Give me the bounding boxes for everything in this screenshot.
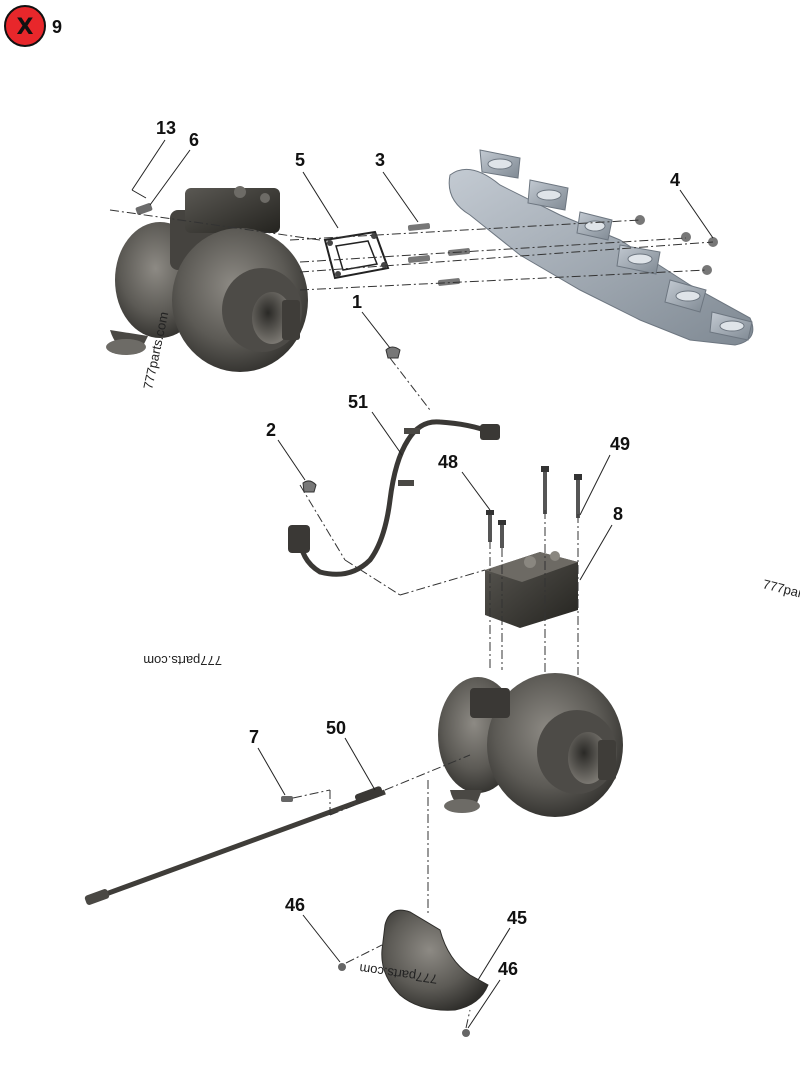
part-5-gasket <box>323 230 390 280</box>
watermark-right-edge: 777part <box>761 576 800 601</box>
part-46-nut-left <box>338 963 346 971</box>
callout-4: 4 <box>670 170 680 190</box>
assembly-lines <box>109 209 714 1029</box>
part-8-actuator <box>485 551 578 628</box>
callout-8: 8 <box>613 504 623 524</box>
watermark-upside-down: 777parts.com <box>143 653 222 668</box>
callout-46-bottom: 46 <box>498 959 518 979</box>
part-45-heat-shield <box>381 909 489 1011</box>
part-7-bolt <box>281 796 293 802</box>
watermarks: 777parts.com 777parts.com 777parts.com 7… <box>140 310 800 986</box>
callout-49: 49 <box>610 434 630 454</box>
callout-50: 50 <box>326 718 346 738</box>
part-49-bolts <box>541 466 582 518</box>
exhaust-manifold <box>448 149 754 346</box>
callout-6: 6 <box>189 130 199 150</box>
turbocharger-lower <box>438 673 623 817</box>
close-badge-circle <box>4 5 46 47</box>
part-51-wiring-harness <box>288 419 500 577</box>
callout-5: 5 <box>295 150 305 170</box>
turbocharger-assembly-upper <box>106 186 308 372</box>
part-1-clip <box>385 346 401 359</box>
callout-3: 3 <box>375 150 385 170</box>
callout-48: 48 <box>438 452 458 472</box>
part-48-bolts <box>486 510 506 548</box>
part-46-nut-bottom <box>462 1029 470 1037</box>
part-2-clip <box>302 480 317 493</box>
part-3-studs <box>407 223 471 286</box>
callout-labels: 13 6 5 3 4 1 51 2 48 49 8 7 50 46 45 46 <box>156 118 680 979</box>
callout-13: 13 <box>156 118 176 138</box>
part-4-nuts <box>635 215 718 275</box>
callout-46-left: 46 <box>285 895 305 915</box>
callout-7: 7 <box>249 727 259 747</box>
callout-45: 45 <box>507 908 527 928</box>
close-badge-icon: X <box>17 15 34 40</box>
callout-2: 2 <box>266 420 276 440</box>
diagram-badge: X 9 <box>4 5 62 47</box>
part-6-bolt <box>135 203 153 215</box>
leader-lines <box>131 139 714 1029</box>
diagram-index-number: 9 <box>52 17 62 37</box>
part-50-sensor-rod <box>84 786 386 905</box>
callout-51: 51 <box>348 392 368 412</box>
callout-1: 1 <box>352 292 362 312</box>
